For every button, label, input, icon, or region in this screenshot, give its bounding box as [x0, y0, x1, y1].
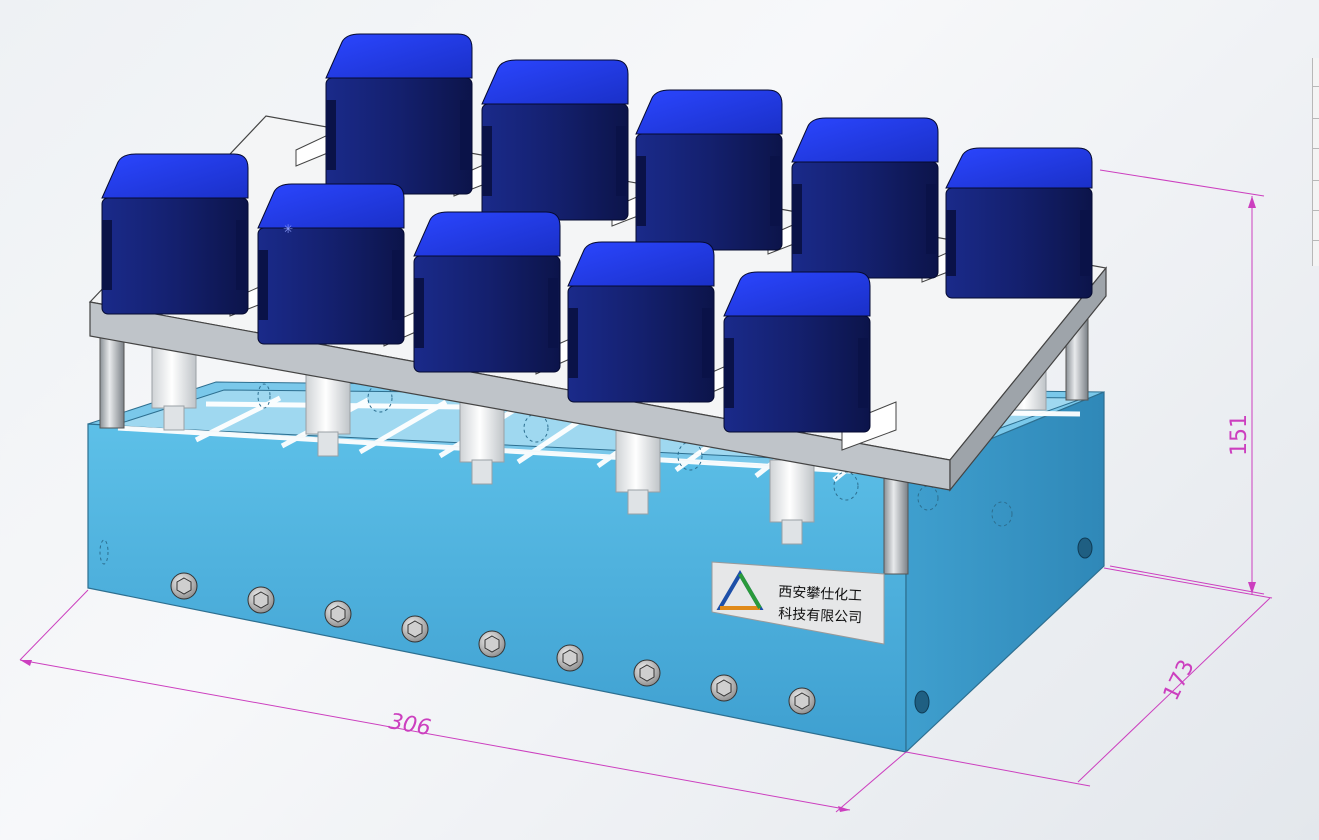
hex-bolt-icon [170, 572, 198, 600]
motor-4 [791, 117, 939, 279]
length-dimension-label: 306 [387, 709, 433, 741]
triangle-logo-icon [716, 570, 764, 610]
motor-3 [635, 89, 783, 251]
hex-bolt-icon [247, 586, 275, 614]
motor-6 [101, 153, 249, 315]
motor-row-front [101, 153, 871, 433]
pump-shafts [151, 345, 1047, 545]
height-dimension-label: 151 [1227, 414, 1252, 456]
hex-bolt-icon [633, 659, 661, 687]
hex-bolt-icon [710, 674, 738, 702]
hex-bolt-icon [556, 644, 584, 672]
motor-8 [413, 211, 561, 373]
motor-5 [945, 147, 1093, 299]
motor-10 [723, 271, 871, 433]
motor-1 [325, 33, 473, 195]
logo-line-1: 西安攀仕化工 [778, 584, 863, 604]
front-bolts [170, 572, 816, 715]
origin-marker-icon: ✳ [283, 222, 293, 236]
width-dimension-label: 173 [1159, 656, 1200, 705]
motor-9 [567, 241, 715, 403]
side-toolbar-edge [1312, 58, 1319, 266]
hex-bolt-icon [324, 600, 352, 628]
logo-line-2: 科技有限公司 [778, 606, 863, 626]
motor-2 [481, 59, 629, 221]
motor-row-back [325, 33, 1093, 299]
hex-bolt-icon [788, 687, 816, 715]
company-logo-label: 西安攀仕化工 科技有限公司 [711, 561, 885, 645]
dimension-lines [19, 169, 1273, 813]
motor-7 [257, 183, 405, 345]
hex-bolt-icon [478, 630, 506, 658]
hex-bolt-icon [401, 615, 429, 643]
